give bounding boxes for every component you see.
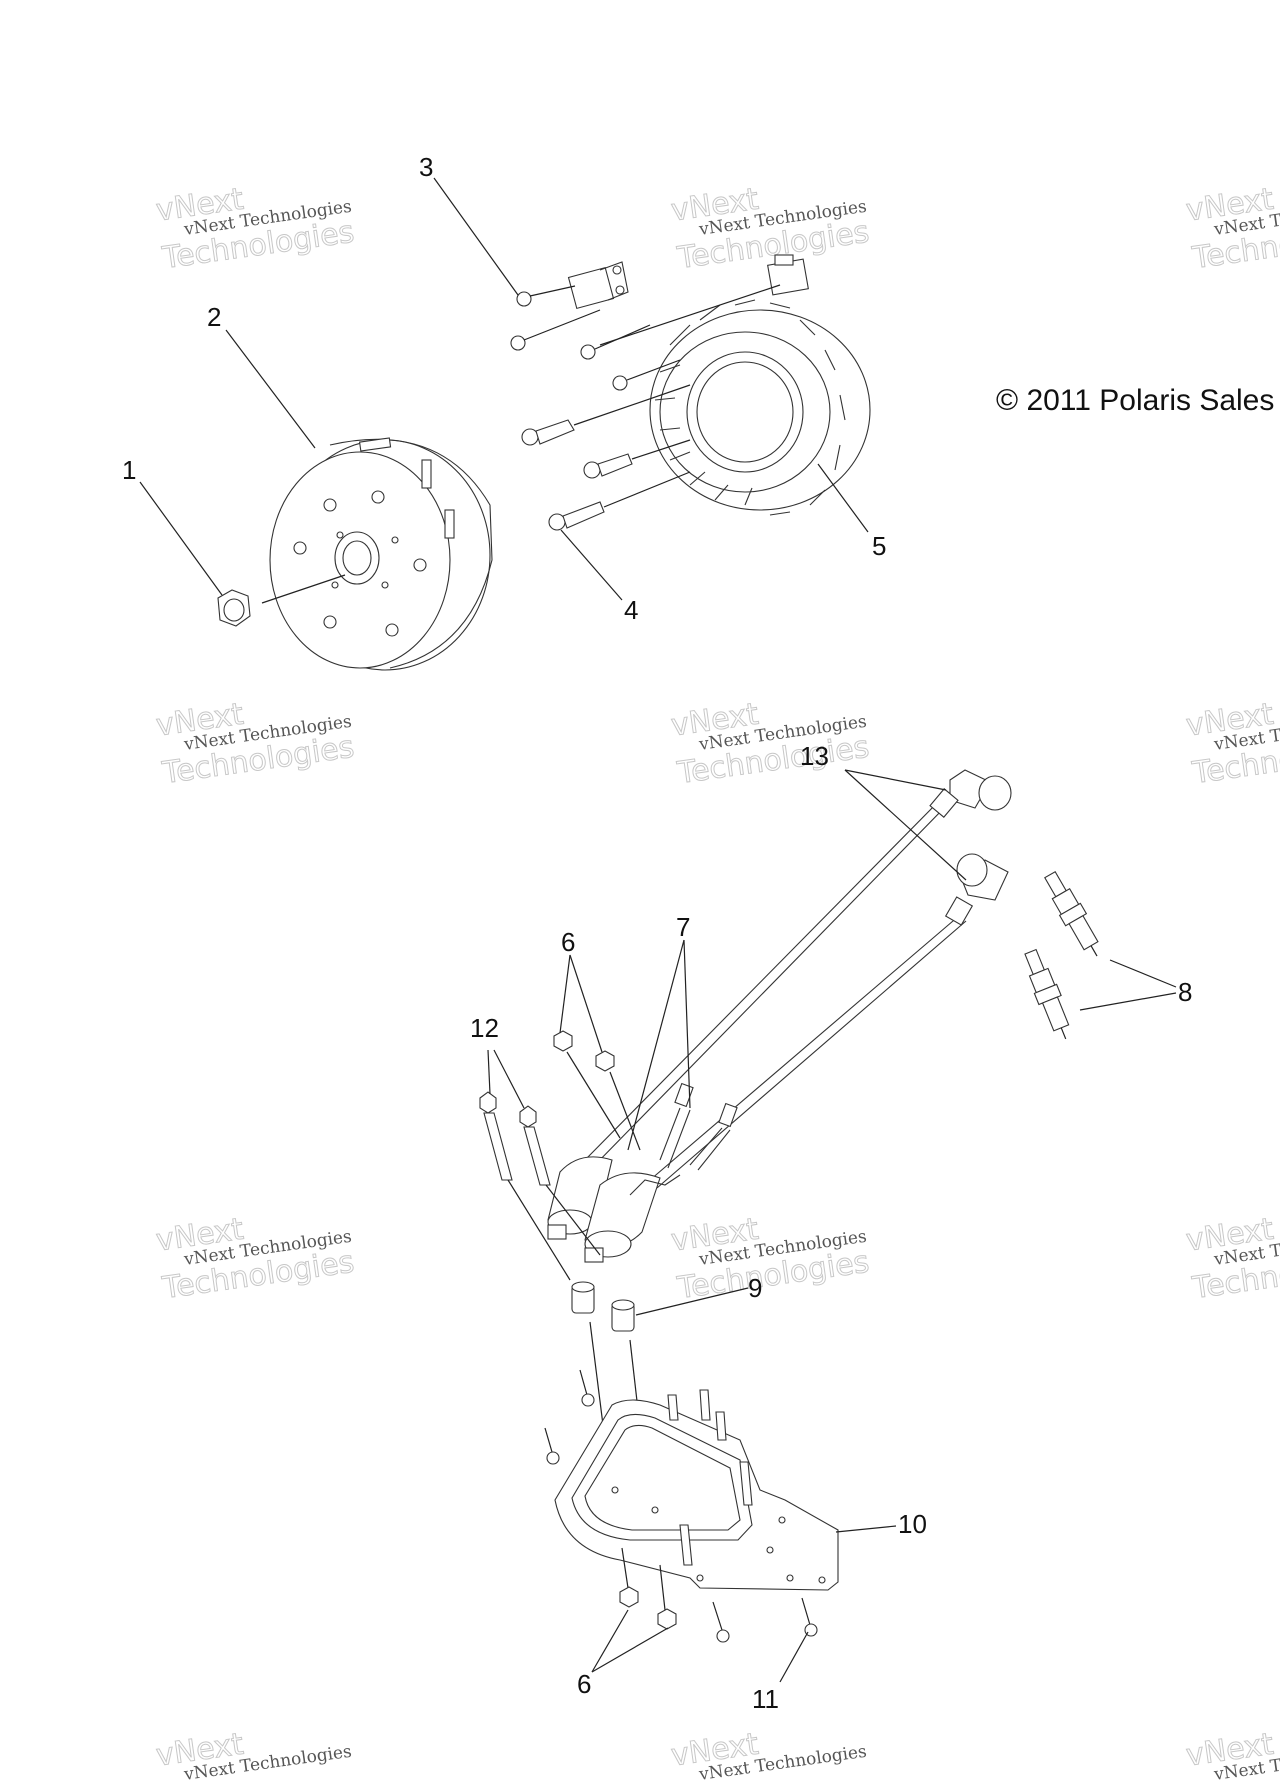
callouts: 1 2 3 4 5 6 6 7 8 9 10 11 12 13: [122, 152, 1192, 1714]
callout-8: 8: [1178, 977, 1192, 1007]
callout-9: 9: [748, 1273, 762, 1303]
watermark: vNext vNext Technologies Technologies: [1183, 1211, 1280, 1307]
watermark: vNext vNext Technologies: [668, 1726, 867, 1785]
callout-3: 3: [419, 152, 433, 182]
watermark: vNext vNext Technologies: [153, 1726, 352, 1785]
watermark: vNext vNext Technologies Technologies: [153, 696, 356, 792]
copyright-notice: © 2011 Polaris Sales Inc: [996, 384, 1280, 417]
watermark: vNext vNext Technologies Technologies: [668, 696, 871, 792]
spark-plugs: [1024, 870, 1099, 1040]
watermark: vNext vNext Technologies Technologies: [153, 1211, 356, 1307]
callout-5: 5: [872, 531, 886, 561]
callout-10: 10: [898, 1509, 927, 1539]
callout-6-upper: 6: [561, 927, 575, 957]
callout-2: 2: [207, 302, 221, 332]
coil-nuts-lower: [619, 1547, 677, 1630]
watermark: vNext vNext Technologies Technologies: [1183, 181, 1280, 277]
watermark: vNext vNext Technologies Technologies: [1183, 696, 1280, 792]
watermark: vNext vNext Technologies Technologies: [153, 181, 356, 277]
bolts: [510, 285, 691, 531]
stator: [599, 254, 871, 516]
watermarks: vNext vNext Technologies Technologies vN…: [153, 181, 1280, 1785]
callout-1: 1: [122, 455, 136, 485]
callout-12: 12: [470, 1013, 499, 1043]
coil-studs: [479, 1091, 601, 1281]
callout-11: 11: [752, 1684, 779, 1714]
watermark: vNext vNext Technologies Technologies: [668, 181, 871, 277]
spark-plug-caps: [929, 769, 1012, 926]
flywheel-nut: [217, 574, 346, 627]
coil-nuts-upper: [553, 1030, 641, 1151]
watermark: vNext vNext Technologies Technologies: [668, 1211, 871, 1307]
callout-4: 4: [624, 595, 638, 625]
callout-13: 13: [800, 741, 829, 771]
callout-6-lower: 6: [577, 1669, 591, 1699]
pickup-sensor: [567, 261, 629, 310]
leader-lines: [139, 177, 1177, 1683]
callout-7: 7: [676, 912, 690, 942]
ignition-coils: [547, 799, 967, 1263]
mounting-bracket: [554, 1389, 839, 1591]
flywheel: [269, 437, 493, 671]
watermark: vNext vNext Technologies: [1183, 1726, 1280, 1785]
